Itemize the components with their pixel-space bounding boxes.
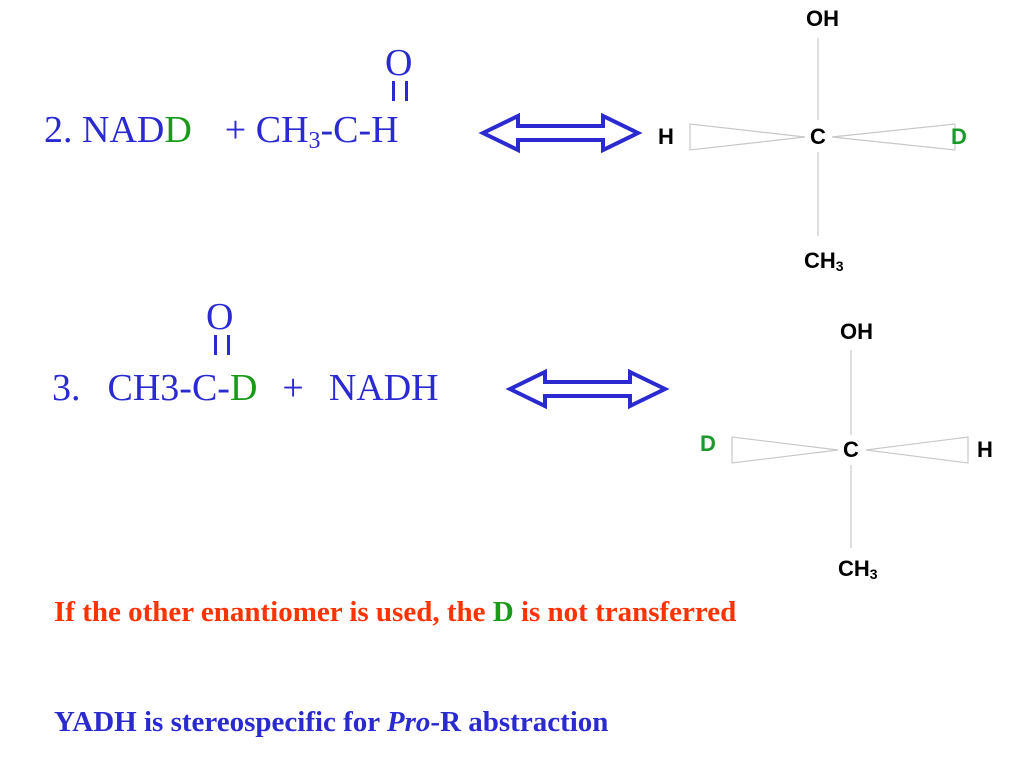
- reaction2-reagent-deuterium: D: [164, 109, 192, 151]
- wedge-bond-icon-left-2: [731, 436, 839, 464]
- reaction2-carbonyl-oxygen: O: [385, 42, 413, 84]
- structure2-center-c: C: [843, 437, 859, 462]
- reaction2-reagent-prefix: NAD: [82, 109, 165, 151]
- reaction2-double-bond-left: [392, 81, 395, 101]
- structure2-right-h: H: [977, 437, 993, 462]
- reaction2-double-bond-right: [405, 81, 408, 101]
- structure2-bottom-ch: CH: [838, 556, 870, 581]
- structure2-bottom-ch3: CH3: [838, 556, 878, 582]
- reaction2-substrate: CH3-C-H: [255, 109, 399, 154]
- reaction3-substrate-prefix: CH3-C-: [107, 367, 230, 409]
- structure1-left-h: H: [658, 124, 674, 149]
- reaction2-number: 2.: [44, 109, 73, 151]
- enantiomer-note: If the other enantiomer is used, the D i…: [54, 598, 736, 627]
- equilibrium-arrow-icon-2: [505, 368, 670, 410]
- wedge-bond-icon-right-2: [865, 436, 969, 464]
- stereospecific-note: YADH is stereospecific for Pro-R abstrac…: [54, 708, 608, 737]
- structure1-bottom-ch: CH: [804, 248, 836, 273]
- reaction3-plus: +: [282, 367, 304, 409]
- wedge-bond-icon-left-1: [689, 123, 806, 151]
- reaction3-double-bond-left: [214, 335, 217, 355]
- reaction3-substrate-deuterium: D: [229, 367, 258, 409]
- structure1-bonds: [689, 38, 956, 236]
- reaction2-substrate-ch: CH: [255, 109, 309, 151]
- reaction3-double-bond-right: [227, 335, 230, 355]
- reaction2-substrate-subscript: 3: [308, 128, 321, 154]
- stereospecific-note-part2: -R abstraction: [430, 706, 609, 738]
- wedge-bond-icon-right-1: [831, 123, 956, 151]
- enantiomer-note-part2: is not transferred: [513, 596, 737, 628]
- reaction3-number: 3.: [52, 367, 81, 409]
- stereospecific-note-italic: Pro: [386, 706, 431, 738]
- structure1-right-d: D: [951, 124, 967, 149]
- reaction2-equation: 2. NADD + CH3-C-H: [44, 111, 399, 153]
- reaction2-substrate-rest: -C-H: [320, 109, 399, 151]
- structure1-center-c: C: [810, 124, 826, 149]
- structure2-left-d: D: [700, 431, 716, 456]
- equilibrium-arrow-icon-1: [478, 112, 643, 154]
- stereospecific-note-part1: YADH is stereospecific for: [54, 706, 387, 738]
- reaction3-substrate: CH3-C-D: [108, 367, 258, 409]
- reaction2-reagent: NADD: [82, 109, 192, 151]
- structure1-bottom-subscript: 3: [835, 258, 844, 274]
- structure2-bonds: [731, 350, 969, 548]
- enantiomer-note-deuterium: D: [492, 596, 514, 628]
- structure1-top-oh: OH: [806, 6, 839, 31]
- reaction3-carbonyl-oxygen: O: [206, 296, 234, 338]
- reaction3-equation: 3. CH3-C-D + NADH: [52, 369, 439, 407]
- structure1-bottom-ch3: CH3: [804, 248, 844, 274]
- structure2-bottom-subscript: 3: [869, 566, 878, 582]
- enantiomer-note-part1: If the other enantiomer is used, the: [54, 596, 493, 628]
- reaction2-plus: +: [224, 109, 247, 151]
- structure2-top-oh: OH: [840, 319, 873, 344]
- reaction3-product: NADH: [328, 367, 439, 409]
